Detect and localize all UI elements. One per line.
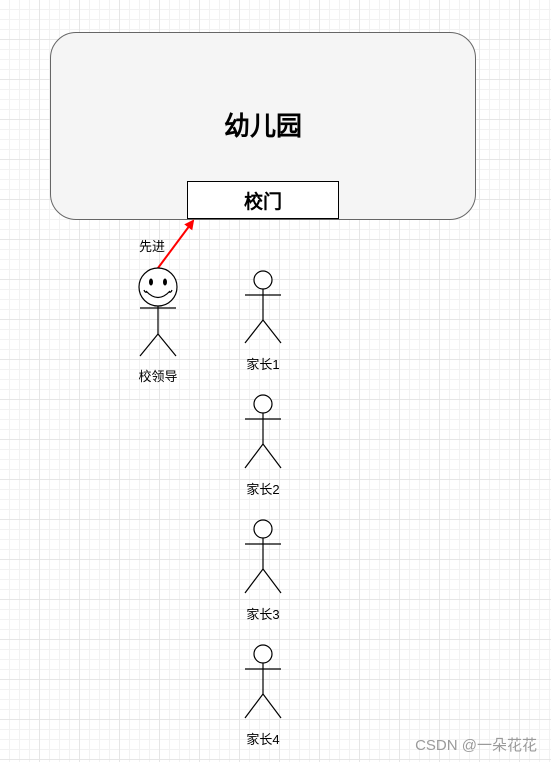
actor-label-parent1: 家长1	[246, 357, 280, 372]
smiley-face-icon	[138, 267, 178, 307]
school-gate-label: 校门	[243, 191, 282, 213]
actor-label-parent2: 家长2	[246, 482, 280, 497]
school-gate-box: 校门	[187, 181, 339, 219]
enter-first-arrow	[157, 219, 195, 269]
stick-figure-parent1	[244, 270, 282, 344]
actor-label-parent4: 家长4	[246, 732, 280, 747]
stick-figure-parent4	[244, 644, 282, 719]
actor-label-leader: 校领导	[138, 369, 178, 384]
stick-figure-parent2	[244, 394, 282, 469]
stick-figure-parent3	[244, 519, 282, 594]
actor-label-parent3: 家长3	[246, 607, 280, 622]
arrow-label: 先进	[138, 239, 165, 254]
smiley-actor-leader	[138, 267, 178, 357]
kindergarten-label: 幼儿园	[223, 111, 302, 141]
watermark: CSDN @一朵花花	[415, 737, 537, 754]
